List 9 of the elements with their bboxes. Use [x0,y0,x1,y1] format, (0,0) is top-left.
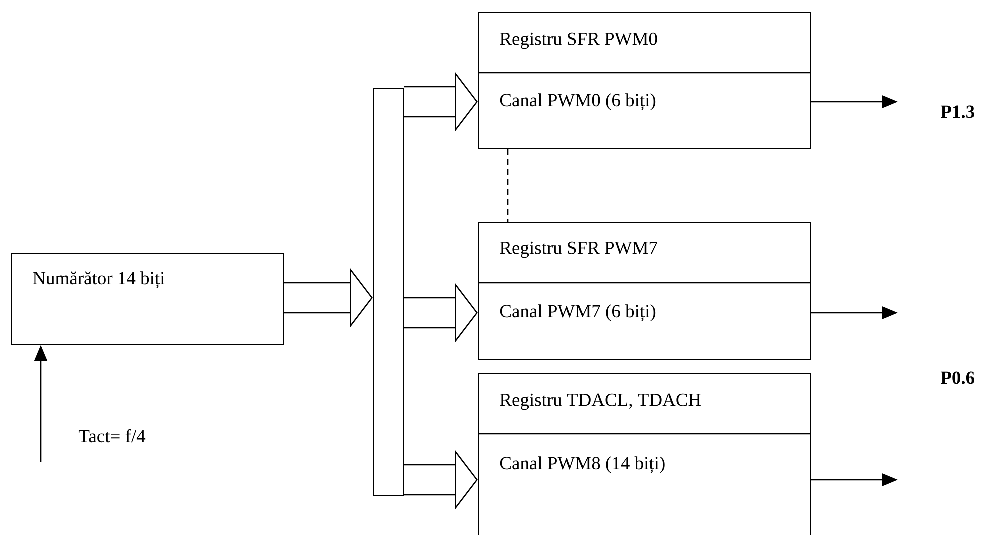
register-channel-box: Registru SFR PWM7 Canal PWM7 (6 biți) [478,222,812,360]
dashed-line [507,149,509,222]
edge-label: Tact= f/4 [78,429,146,443]
register-channel-box: Registru TDACL, TDACH Canal PWM8 (14 biți) [478,373,812,535]
pin-label: P0.6 [940,372,975,384]
counter-box: Numărător 14 biți [11,252,284,346]
register-channel-box: Registru SFR PWM0 Canal PWM0 (6 biți) [478,12,812,150]
pin-label: P1.3 [940,106,974,118]
bus-bar [373,88,404,496]
